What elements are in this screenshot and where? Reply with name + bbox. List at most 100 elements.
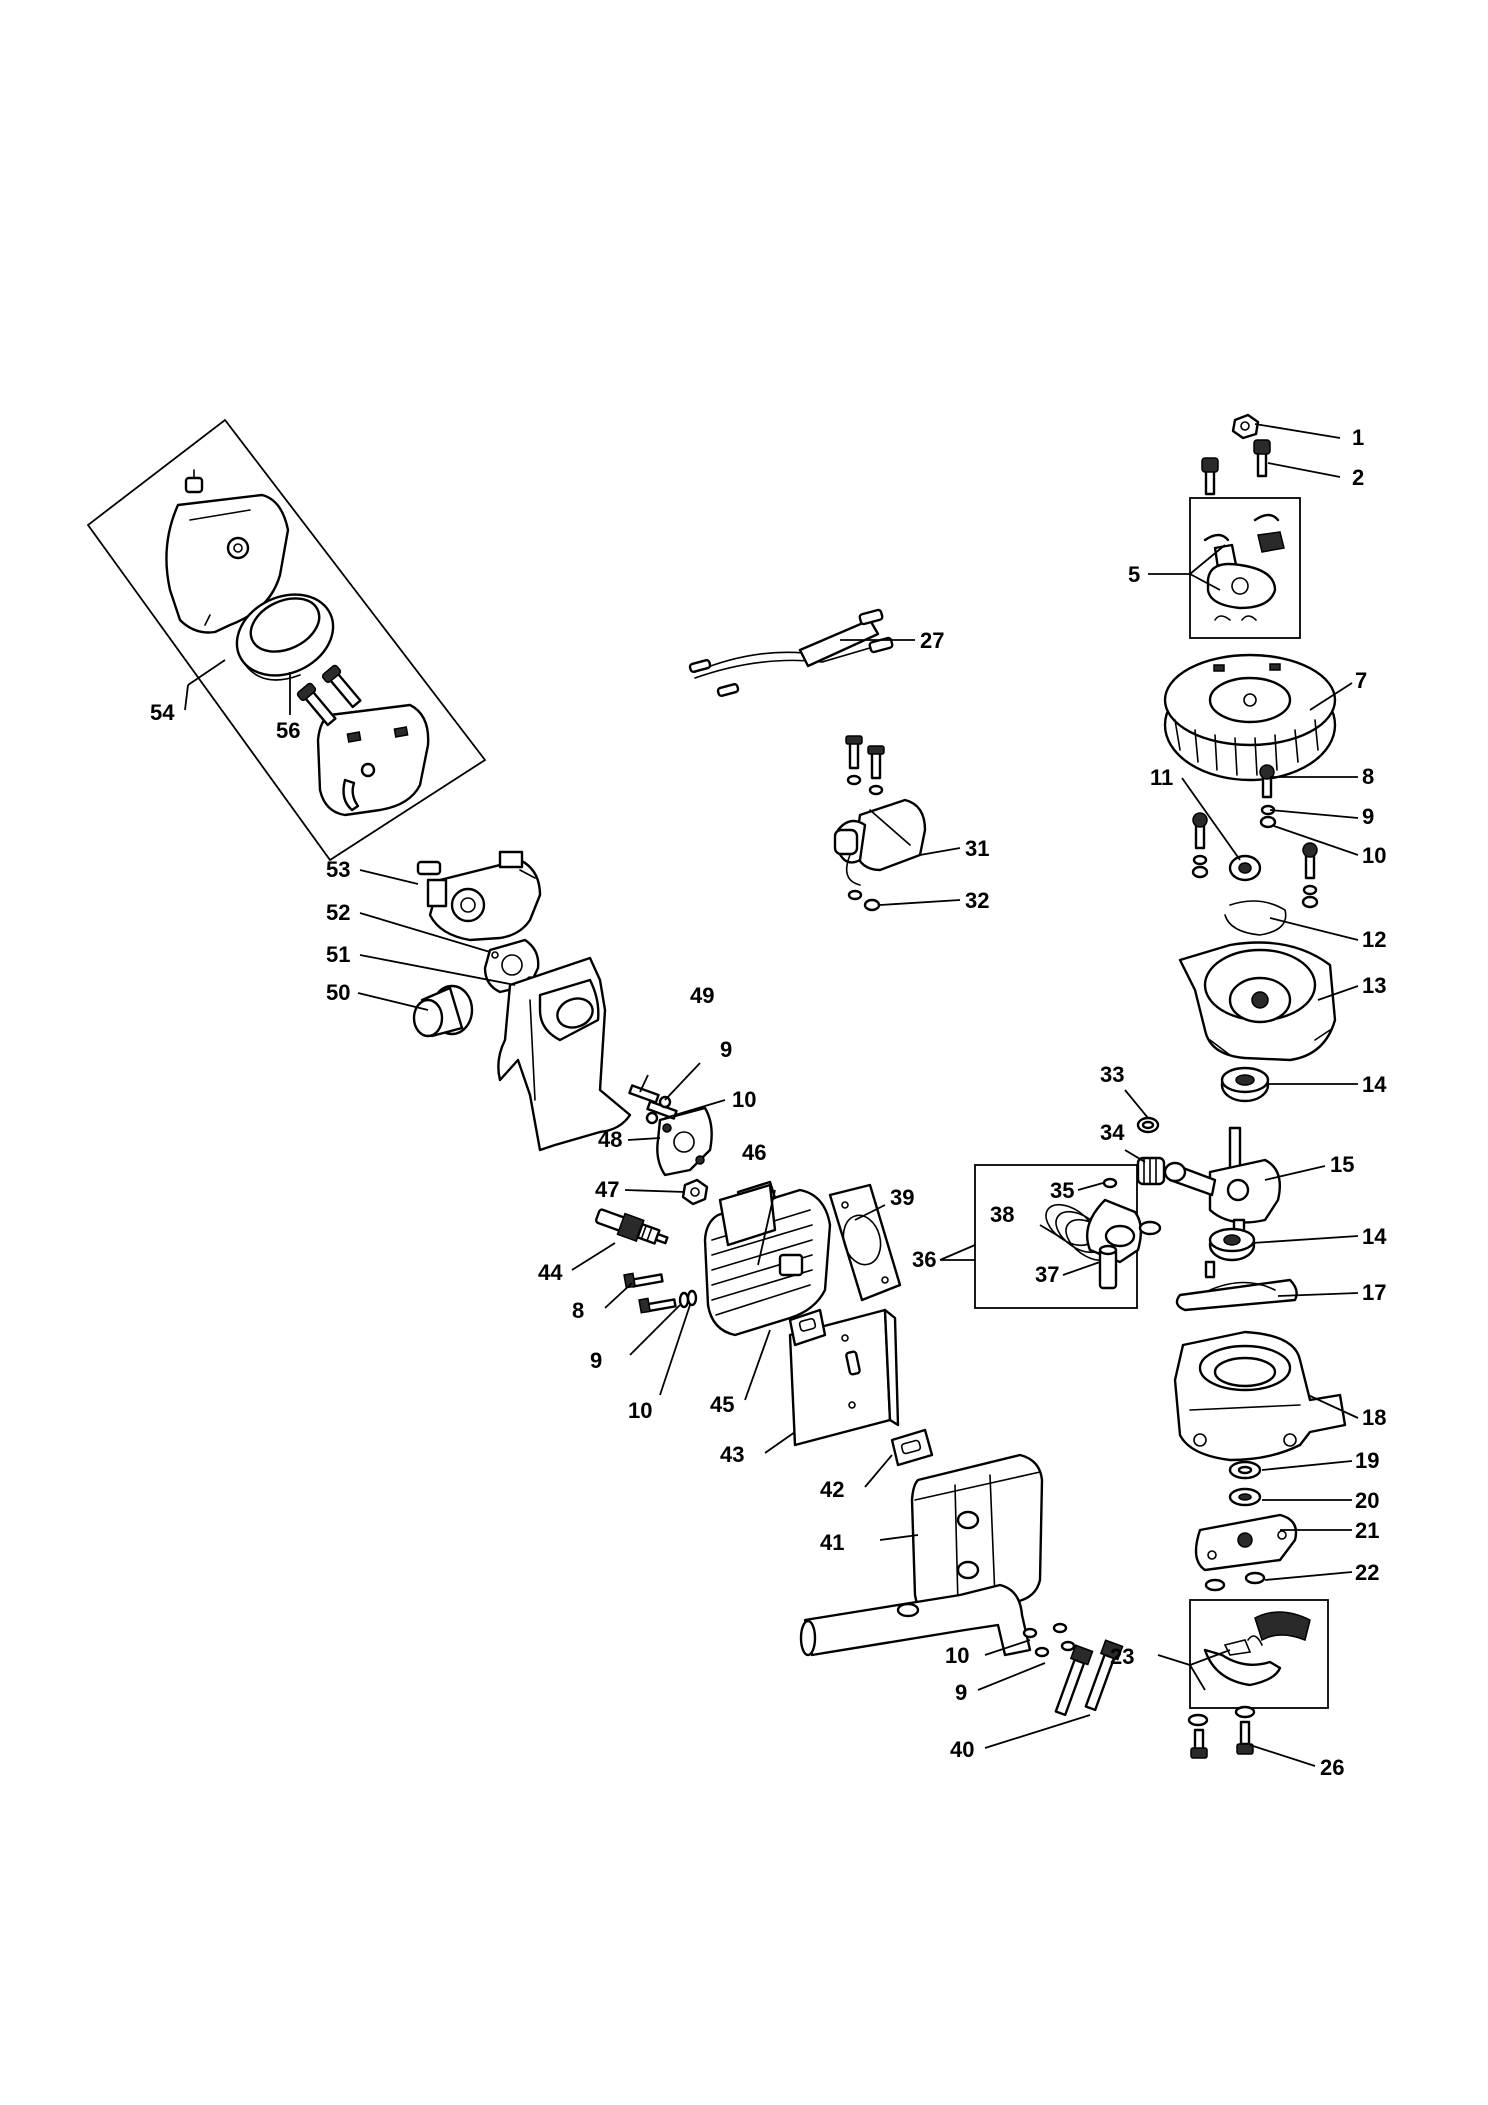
callout-7: 7 xyxy=(1355,668,1367,693)
air-filter-group xyxy=(86,418,487,862)
callout-15: 15 xyxy=(1330,1152,1354,1177)
callout-10-right: 10 xyxy=(1362,843,1386,868)
insulator-block xyxy=(656,1106,713,1177)
callout-46: 46 xyxy=(742,1140,766,1165)
callout-26: 26 xyxy=(1320,1755,1344,1780)
callout-14-upper: 14 xyxy=(1362,1072,1387,1097)
clutch-shoe-group xyxy=(1189,1599,1329,1709)
intake-deflector xyxy=(497,956,632,1152)
callout-42: 42 xyxy=(820,1477,844,1502)
callout-11: 11 xyxy=(1150,765,1173,790)
exhaust-pipe xyxy=(799,1583,1032,1657)
hex-nut xyxy=(681,1178,709,1206)
air-filter-cover xyxy=(165,493,290,634)
crankcase-plate xyxy=(1175,1260,1298,1312)
callout-12: 12 xyxy=(1362,927,1386,952)
callout-35: 35 xyxy=(1050,1178,1074,1203)
flywheel xyxy=(1163,653,1337,782)
callout-37: 37 xyxy=(1035,1262,1059,1287)
piston xyxy=(1085,1198,1162,1264)
callout-51: 51 xyxy=(326,942,350,967)
cylinder-gasket-46 xyxy=(718,1183,777,1247)
callout-38: 38 xyxy=(990,1202,1014,1227)
callout-49: 49 xyxy=(690,983,714,1008)
callout-21: 21 xyxy=(1355,1518,1379,1543)
washers-22 xyxy=(1204,1571,1266,1592)
callout-10-upper-left: 10 xyxy=(732,1087,756,1112)
callout-23: 23 xyxy=(1110,1644,1134,1669)
callout-9-right: 9 xyxy=(1362,804,1374,829)
callout-34: 34 xyxy=(1100,1120,1125,1145)
carburetor xyxy=(416,850,542,942)
bearing-lower xyxy=(1208,1227,1256,1262)
bearing-upper xyxy=(1220,1066,1270,1103)
needle-bearing xyxy=(1136,1156,1166,1186)
spark-plug xyxy=(595,1208,669,1245)
callout-47: 47 xyxy=(595,1177,619,1202)
crankcase-lower xyxy=(1173,1330,1347,1462)
callout-39: 39 xyxy=(890,1185,914,1210)
callout-31: 31 xyxy=(965,836,989,861)
muffler-bolts xyxy=(1022,1622,1124,1717)
coil-washers xyxy=(847,889,881,912)
clutch-bolts xyxy=(1187,1705,1256,1759)
washer-33 xyxy=(1136,1116,1160,1134)
air-filter-base xyxy=(296,664,430,817)
callout-54: 54 xyxy=(150,700,175,725)
cylinder-exhaust-gasket xyxy=(788,1308,827,1347)
clutch-carrier xyxy=(1194,1513,1298,1572)
callout-8-right: 8 xyxy=(1362,764,1374,789)
callout-19: 19 xyxy=(1355,1448,1379,1473)
leader-lines xyxy=(184,423,1359,1767)
callout-33: 33 xyxy=(1100,1062,1124,1087)
flywheel-screws xyxy=(1191,764,1319,909)
piston-kit xyxy=(974,1164,1162,1309)
callout-10-bottom: 10 xyxy=(945,1643,969,1668)
air-filter-element xyxy=(235,593,335,681)
callout-45: 45 xyxy=(710,1392,734,1417)
filter-knob xyxy=(184,469,204,494)
callout-1: 1 xyxy=(1352,425,1364,450)
circlip xyxy=(1224,900,1287,936)
wire-harness xyxy=(688,608,894,697)
callout-36: 36 xyxy=(912,1247,936,1272)
callout-27: 27 xyxy=(920,628,944,653)
callout-32: 32 xyxy=(965,888,989,913)
callout-52: 52 xyxy=(326,900,350,925)
top-nut xyxy=(1231,413,1260,440)
cylinder-screws xyxy=(623,1272,698,1314)
callout-17: 17 xyxy=(1362,1280,1386,1305)
callout-2: 2 xyxy=(1352,465,1364,490)
callout-53: 53 xyxy=(326,857,350,882)
washer-19 xyxy=(1228,1460,1262,1480)
starter-pawl-group xyxy=(1189,497,1301,639)
piston-pin xyxy=(1098,1244,1118,1290)
ignition-coil xyxy=(833,798,927,886)
callout-40: 40 xyxy=(950,1737,974,1762)
top-bolts xyxy=(1201,439,1271,496)
callout-5: 5 xyxy=(1128,562,1140,587)
callout-9-bottom: 9 xyxy=(955,1680,967,1705)
callout-14-lower: 14 xyxy=(1362,1224,1387,1249)
callout-18: 18 xyxy=(1362,1405,1386,1430)
callout-44: 44 xyxy=(538,1260,563,1285)
callout-8-left: 8 xyxy=(572,1298,584,1323)
callout-9-upper-left: 9 xyxy=(720,1037,732,1062)
intake-grommet xyxy=(412,984,474,1038)
heat-shield xyxy=(788,1308,900,1447)
seal-ring xyxy=(1228,854,1262,882)
callout-48: 48 xyxy=(598,1127,622,1152)
callout-13: 13 xyxy=(1362,973,1386,998)
callout-20: 20 xyxy=(1355,1488,1379,1513)
crankshaft xyxy=(1163,1126,1282,1252)
insulator-screws xyxy=(628,1084,678,1125)
callout-41: 41 xyxy=(820,1530,844,1555)
callout-56: 56 xyxy=(276,718,300,743)
crankcase-half xyxy=(1178,941,1337,1062)
callout-9-left: 9 xyxy=(590,1348,602,1373)
callout-50: 50 xyxy=(326,980,350,1005)
callout-22: 22 xyxy=(1355,1560,1379,1585)
callout-43: 43 xyxy=(720,1442,744,1467)
callout-10-left: 10 xyxy=(628,1398,652,1423)
